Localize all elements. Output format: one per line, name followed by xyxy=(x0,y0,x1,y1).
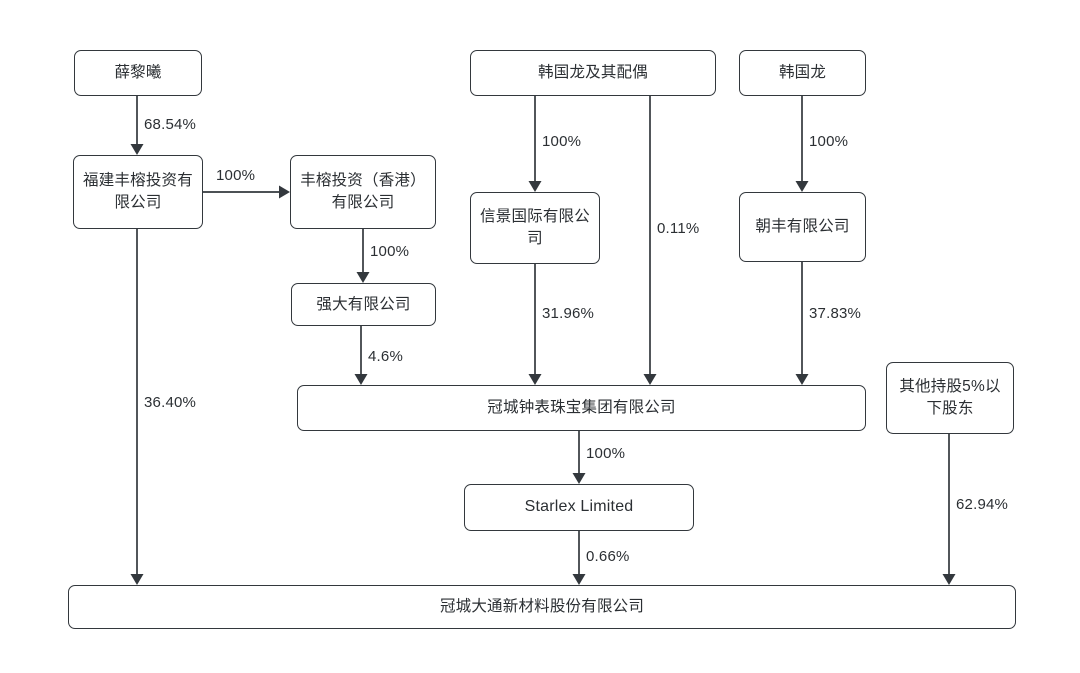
edge-arrowhead-e10 xyxy=(795,374,809,385)
node-fengrong-hk[interactable]: 丰榕投资（香港）有限公司 xyxy=(290,155,436,229)
edge-arrowhead-e7 xyxy=(528,374,542,385)
node-label: 冠城大通新材料股份有限公司 xyxy=(439,598,645,615)
edge-label-han-guolong-spouse-to-xinjing-intl: 100% xyxy=(542,133,582,150)
node-label: 强大有限公司 xyxy=(316,295,411,313)
node-label: 薛黎曦 xyxy=(114,64,162,81)
edge-arrowhead-e13 xyxy=(942,574,956,585)
edge-arrowhead-e9 xyxy=(795,181,809,192)
node-han-guolong-spouse[interactable]: 韩国龙及其配偶 xyxy=(470,50,716,96)
node-label: 朝丰有限公司 xyxy=(755,218,850,235)
node-xinjing-intl[interactable]: 信景国际有限公司 xyxy=(470,192,600,264)
node-chaofeng[interactable]: 朝丰有限公司 xyxy=(739,192,866,262)
node-han-guolong[interactable]: 韩国龙 xyxy=(739,50,866,96)
edge-arrowhead-e1 xyxy=(130,144,144,155)
edge-label-chaofeng-to-guancheng-watch: 37.83% xyxy=(809,305,862,322)
node-label: 韩国龙及其配偶 xyxy=(538,64,648,81)
edge-arrowhead-e3 xyxy=(356,272,370,283)
node-guancheng-datong[interactable]: 冠城大通新材料股份有限公司 xyxy=(68,585,1016,629)
node-label: 福建丰榕投资有限公司 xyxy=(83,172,193,211)
edge-label-qiangda-to-guancheng-watch: 4.6% xyxy=(368,348,403,365)
edge-label-xue-lixi-to-fujian-fengrong: 68.54% xyxy=(144,116,197,133)
node-xue-lixi[interactable]: 薛黎曦 xyxy=(74,50,202,96)
edge-label-starlex-to-guancheng-datong: 0.66% xyxy=(586,548,630,565)
edge-label-han-guolong-spouse-to-guancheng-watch: 0.11% xyxy=(657,220,700,237)
node-label: 其他持股5%以下股东 xyxy=(899,378,1001,417)
edge-arrowhead-e12 xyxy=(572,574,586,585)
edge-label-han-guolong-to-chaofeng: 100% xyxy=(809,133,849,150)
node-label: 信景国际有限公司 xyxy=(480,208,590,247)
node-qiangda[interactable]: 强大有限公司 xyxy=(291,283,436,326)
node-other-shareholders[interactable]: 其他持股5%以下股东 xyxy=(886,362,1014,434)
node-label: 冠城钟表珠宝集团有限公司 xyxy=(487,399,676,416)
edge-arrowhead-e5 xyxy=(130,574,144,585)
edge-arrowhead-e11 xyxy=(572,473,586,484)
edge-label-other-shareholders-to-guancheng-datong: 62.94% xyxy=(956,496,1009,513)
edge-label-fujian-fengrong-to-guancheng-datong: 36.40% xyxy=(144,394,197,411)
node-label: 丰榕投资（香港）有限公司 xyxy=(300,172,426,211)
node-fujian-fengrong[interactable]: 福建丰榕投资有限公司 xyxy=(73,155,203,229)
edge-arrowhead-e2 xyxy=(279,185,290,199)
edge-label-guancheng-watch-to-starlex: 100% xyxy=(586,445,626,462)
node-label: Starlex Limited xyxy=(524,498,634,516)
edge-label-fengrong-hk-to-qiangda: 100% xyxy=(370,243,410,260)
edge-arrowhead-e6 xyxy=(528,181,542,192)
edge-label-fujian-fengrong-to-fengrong-hk: 100% xyxy=(216,167,256,184)
node-guancheng-watch[interactable]: 冠城钟表珠宝集团有限公司 xyxy=(297,385,866,431)
edge-label-xinjing-intl-to-guancheng-watch: 31.96% xyxy=(542,305,595,322)
node-label: 韩国龙 xyxy=(778,64,827,81)
node-starlex[interactable]: Starlex Limited xyxy=(464,484,694,531)
edge-arrowhead-e4 xyxy=(354,374,368,385)
edge-arrowhead-e8 xyxy=(643,374,657,385)
